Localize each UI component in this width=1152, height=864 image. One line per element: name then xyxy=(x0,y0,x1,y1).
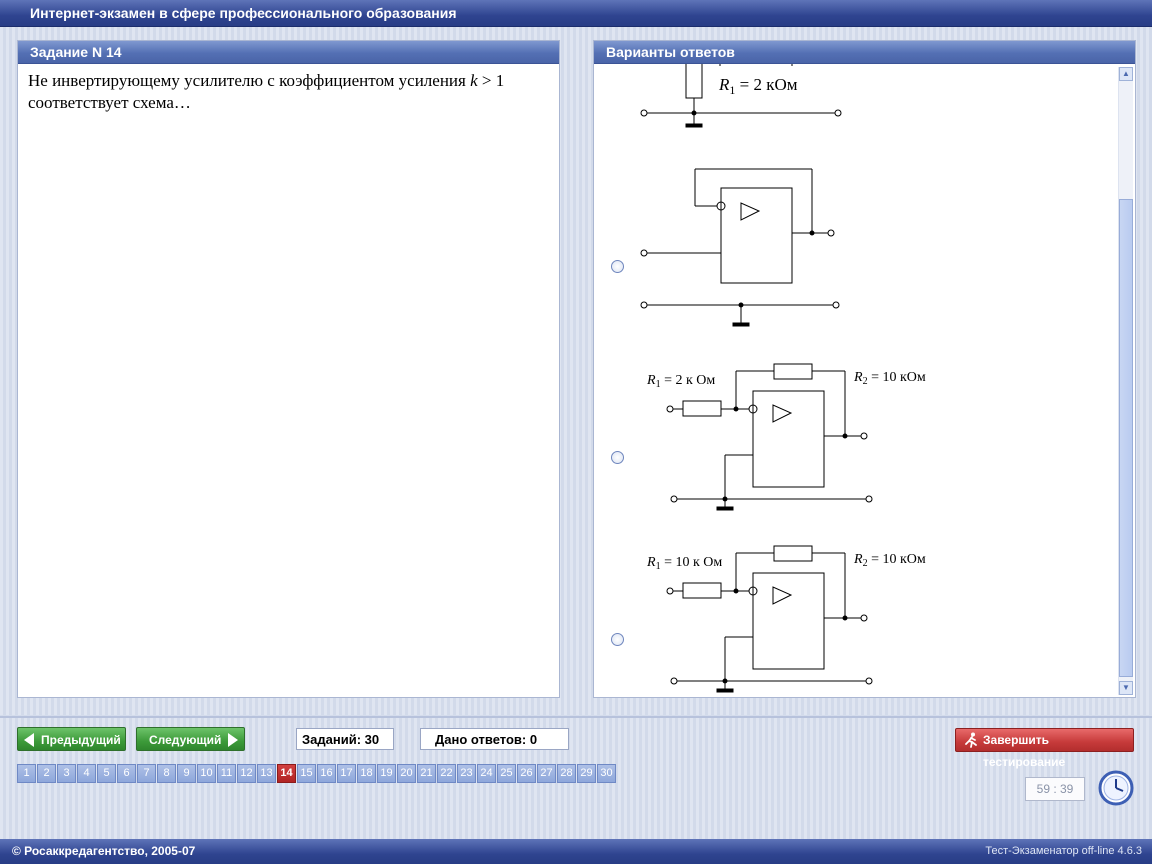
scroll-up-icon[interactable]: ▲ xyxy=(1119,67,1133,81)
footer-bar: © Росаккредагентство, 2005-07 Тест-Экзам… xyxy=(0,839,1152,864)
opt4-r2-letter: R xyxy=(853,552,863,567)
tasks-count: Заданий: 30 xyxy=(296,728,394,750)
task-panel-header: Задание N 14 xyxy=(18,41,559,64)
clock-icon xyxy=(1098,770,1134,806)
answers-scrollbar[interactable]: ▲ ▼ xyxy=(1118,67,1133,695)
opt4-r1-sub: 1 xyxy=(656,561,661,572)
page-button-25[interactable]: 25 xyxy=(497,764,516,783)
previous-button-label: Предыдущий xyxy=(41,733,121,747)
answered-count: Дано ответов: 0 xyxy=(420,728,569,750)
page-button-5[interactable]: 5 xyxy=(97,764,116,783)
opt3-r1-sub: 1 xyxy=(656,379,661,390)
page-button-17[interactable]: 17 xyxy=(337,764,356,783)
page-button-18[interactable]: 18 xyxy=(357,764,376,783)
page-button-14[interactable]: 14 xyxy=(277,764,296,783)
answer-option-2-radio[interactable] xyxy=(611,260,624,273)
arrow-left-icon xyxy=(24,733,34,747)
opt4-r1-value: = 10 к Ом xyxy=(661,555,723,570)
finish-test-button[interactable]: Завершить тестирование xyxy=(955,728,1134,769)
page-button-2[interactable]: 2 xyxy=(37,764,56,783)
runner-icon xyxy=(965,732,977,748)
page-button-15[interactable]: 15 xyxy=(297,764,316,783)
svg-text:R2 = 10 кОм: R2 = 10 кОм xyxy=(853,552,926,569)
window-title-bar: Интернет-экзамен в сфере профессионально… xyxy=(0,0,1152,27)
page-button-1[interactable]: 1 xyxy=(17,764,36,783)
next-button-label: Следующий xyxy=(149,733,222,747)
page-button-30[interactable]: 30 xyxy=(597,764,616,783)
page-button-19[interactable]: 19 xyxy=(377,764,396,783)
answer-circuits: R1 = 2 кОм xyxy=(640,64,926,693)
answers-panel-header: Варианты ответов xyxy=(594,41,1135,64)
opt1-r1-sub: 1 xyxy=(729,83,735,97)
page-button-13[interactable]: 13 xyxy=(257,764,276,783)
opt1-r1-value: = 2 кОм xyxy=(735,75,797,94)
page-button-10[interactable]: 10 xyxy=(197,764,216,783)
opt4-r1-letter: R xyxy=(646,555,656,570)
previous-button[interactable]: Предыдущий xyxy=(17,727,126,751)
svg-text:R1 = 10 к Ом: R1 = 10 к Ом xyxy=(646,555,722,572)
page-button-26[interactable]: 26 xyxy=(517,764,536,783)
arrow-right-icon xyxy=(228,733,238,747)
scroll-down-icon[interactable]: ▼ xyxy=(1119,681,1133,695)
page-button-6[interactable]: 6 xyxy=(117,764,136,783)
opt3-r2-value: = 10 кОм xyxy=(868,370,926,385)
page-button-7[interactable]: 7 xyxy=(137,764,156,783)
answer-option-3-circuit: R1 = 2 к Ом R2 = 10 кОм xyxy=(646,363,926,511)
answer-option-2-circuit xyxy=(640,168,840,327)
opt3-r2-letter: R xyxy=(853,370,863,385)
page-button-9[interactable]: 9 xyxy=(177,764,196,783)
question-text-end: > 1 соответствует схема… xyxy=(28,71,505,112)
scroll-thumb[interactable] xyxy=(1119,199,1133,677)
window-title: Интернет-экзамен в сфере профессионально… xyxy=(30,5,457,21)
task-panel: Задание N 14 Не инвертирующему усилителю… xyxy=(17,40,560,698)
page-button-8[interactable]: 8 xyxy=(157,764,176,783)
page-button-28[interactable]: 28 xyxy=(557,764,576,783)
answer-option-4-radio[interactable] xyxy=(611,633,624,646)
page-button-22[interactable]: 22 xyxy=(437,764,456,783)
finish-test-label: Завершить тестирование xyxy=(983,733,1066,769)
opt1-r1-letter: R xyxy=(718,75,730,94)
answer-option-3-radio[interactable] xyxy=(611,451,624,464)
page-button-21[interactable]: 21 xyxy=(417,764,436,783)
footer-copyright: © Росаккредагентство, 2005-07 xyxy=(12,844,196,858)
next-button[interactable]: Следующий xyxy=(136,727,245,751)
opt3-r2-sub: 2 xyxy=(863,376,868,387)
answers-panel: Варианты ответов R1 = 2 кОм xyxy=(593,40,1136,698)
opt4-r2-value: = 10 кОм xyxy=(868,552,926,567)
svg-text:R1 = 2 к Ом: R1 = 2 к Ом xyxy=(646,373,715,390)
answers-scroll-area[interactable]: R1 = 2 кОм xyxy=(594,64,1117,697)
page-button-4[interactable]: 4 xyxy=(77,764,96,783)
question-k-symbol: k xyxy=(470,71,478,90)
page-button-27[interactable]: 27 xyxy=(537,764,556,783)
opt3-r1-letter: R xyxy=(646,373,656,388)
opt3-r1-value: = 2 к Ом xyxy=(661,373,716,388)
svg-text:R2 = 10 кОм: R2 = 10 кОм xyxy=(853,370,926,387)
timer-display: 59 : 39 xyxy=(1025,777,1085,801)
question-text-start: Не инвертирующему усилителю с коэффициен… xyxy=(28,71,471,90)
opt4-r2-sub: 2 xyxy=(863,558,868,569)
answer-option-4-circuit: R1 = 10 к Ом R2 = 10 кОм xyxy=(646,545,926,693)
page-button-29[interactable]: 29 xyxy=(577,764,596,783)
page-button-11[interactable]: 11 xyxy=(217,764,236,783)
svg-text:R1 = 2 кОм: R1 = 2 кОм xyxy=(718,75,798,97)
page-button-24[interactable]: 24 xyxy=(477,764,496,783)
footer-version: Тест-Экзаменатор off-line 4.6.3 xyxy=(985,845,1142,857)
page-button-16[interactable]: 16 xyxy=(317,764,336,783)
page-button-20[interactable]: 20 xyxy=(397,764,416,783)
answer-option-1-circuit: R1 = 2 кОм xyxy=(640,64,842,128)
page-button-12[interactable]: 12 xyxy=(237,764,256,783)
page-button-23[interactable]: 23 xyxy=(457,764,476,783)
question-text: Не инвертирующему усилителю с коэффициен… xyxy=(18,64,559,120)
page-button-3[interactable]: 3 xyxy=(57,764,76,783)
